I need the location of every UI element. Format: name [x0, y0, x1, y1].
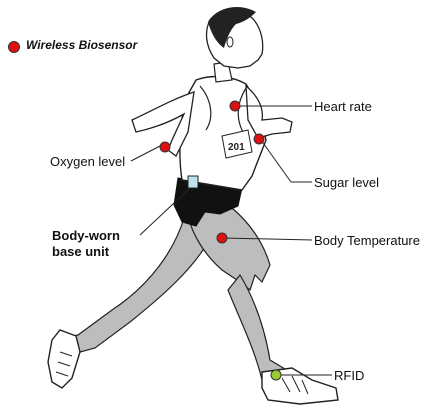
legend-label: Wireless Biosensor — [26, 38, 137, 52]
label-base-unit-line1: Body-worn — [52, 228, 120, 243]
rfid-tag — [271, 370, 281, 380]
legend-sensor-dot — [8, 41, 20, 53]
label-oxygen-level: Oxygen level — [50, 154, 125, 169]
body-temperature-sensor — [217, 233, 227, 243]
label-heart-rate: Heart rate — [314, 99, 372, 114]
base-unit-device — [188, 176, 198, 188]
sugar-level-sensor — [254, 134, 264, 144]
heart-rate-sensor — [230, 101, 240, 111]
label-sugar-level: Sugar level — [314, 175, 379, 190]
label-body-temperature: Body Temperature — [314, 233, 420, 248]
svg-text:201: 201 — [228, 142, 245, 153]
back-shoe — [48, 330, 80, 388]
label-rfid: RFID — [334, 368, 364, 383]
oxygen-level-sensor — [160, 142, 170, 152]
front-shin — [228, 275, 290, 385]
label-base-unit-line2: base unit — [52, 244, 109, 259]
